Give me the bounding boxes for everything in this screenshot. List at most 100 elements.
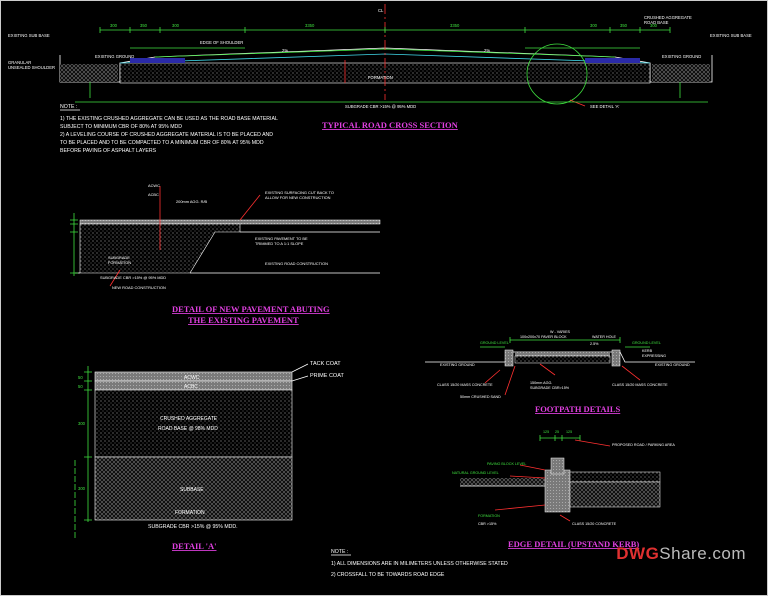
- svg-text:NATURAL GROUND LEVEL: NATURAL GROUND LEVEL: [452, 471, 499, 475]
- svg-text:ACWC: ACWC: [184, 375, 200, 381]
- note-1: NOTE : 1) THE EXISTING CRUSHED AGGREGATE…: [60, 104, 278, 154]
- svg-text:SUBGRADE: SUBGRADE: [108, 255, 130, 260]
- svg-text:300: 300: [590, 23, 598, 28]
- svg-text:PRIME COAT: PRIME COAT: [310, 373, 344, 379]
- cross-section-title: TYPICAL ROAD CROSS SECTION: [322, 120, 459, 130]
- brand-part-1: DWG: [616, 544, 660, 563]
- svg-text:FORMATION: FORMATION: [368, 75, 393, 80]
- svg-text:300: 300: [78, 486, 86, 491]
- footpath-detail: [425, 337, 695, 396]
- edge-detail: [460, 435, 661, 522]
- svg-text:SUBGRADE CBR>15%: SUBGRADE CBR>15%: [530, 386, 570, 390]
- svg-text:350: 350: [620, 23, 628, 28]
- svg-text:FORMATION: FORMATION: [108, 260, 131, 265]
- abutting-title-1: DETAIL OF NEW PAVEMENT ABUTING: [172, 304, 330, 314]
- svg-text:2.5%: 2.5%: [590, 342, 599, 346]
- svg-text:300: 300: [110, 23, 118, 28]
- svg-text:EDGE OF SHOULDER: EDGE OF SHOULDER: [200, 40, 243, 45]
- svg-text:2%: 2%: [282, 48, 288, 53]
- svg-text:25: 25: [555, 430, 559, 434]
- svg-text:EXPRESSING: EXPRESSING: [642, 354, 666, 358]
- svg-text:300: 300: [650, 23, 658, 28]
- detail-a-labels: TACK COAT PRIME COAT ACWC ACBC CRUSHED A…: [78, 361, 344, 530]
- svg-text:TACK COAT: TACK COAT: [310, 361, 341, 367]
- svg-text:50: 50: [78, 375, 83, 380]
- abutting-pavement-detail: [70, 186, 381, 287]
- svg-text:ACBC: ACBC: [184, 384, 198, 390]
- svg-text:CLASS 15/20 CONCRETE: CLASS 15/20 CONCRETE: [572, 522, 617, 526]
- svg-text:200mm AGG. R/B: 200mm AGG. R/B: [176, 199, 208, 204]
- svg-text:2) CROSSFALL TO BE TOWARDS RO: 2) CROSSFALL TO BE TOWARDS ROAD EDGE: [331, 572, 445, 578]
- svg-text:BEFORE PAVING OF ASPHALT LAYER: BEFORE PAVING OF ASPHALT LAYERS: [60, 148, 157, 154]
- svg-text:1) THE EXISTING CRUSHED AGGRE: 1) THE EXISTING CRUSHED AGGREGATE CAN BE…: [60, 116, 278, 122]
- svg-text:2) A LEVELING COURSE OF CRUSH: 2) A LEVELING COURSE OF CRUSHED AGGREGAT…: [60, 132, 273, 138]
- svg-text:125: 125: [543, 430, 549, 434]
- detail-a: [74, 363, 309, 540]
- shoulder-right: [652, 64, 710, 82]
- svg-text:GRANULAR: GRANULAR: [8, 60, 31, 65]
- svg-text:3350: 3350: [450, 23, 460, 28]
- svg-text:PROPOSED ROAD / PARKING AREA: PROPOSED ROAD / PARKING AREA: [612, 443, 675, 447]
- svg-text:SEE DETAIL 'A': SEE DETAIL 'A': [590, 104, 619, 109]
- svg-text:300: 300: [78, 421, 86, 426]
- svg-text:EXISTING GROUND: EXISTING GROUND: [95, 54, 134, 59]
- svg-text:ACBC: ACBC: [148, 192, 159, 197]
- svg-text:EXISTING PAVEMENT TO BE: EXISTING PAVEMENT TO BE: [255, 236, 308, 241]
- cross-section-labels: EXISTING SUB BASE EXISTING SUB BASE EDGE…: [8, 8, 752, 109]
- svg-text:100x200x70 PAVER BLOCK: 100x200x70 PAVER BLOCK: [520, 335, 567, 339]
- svg-text:FORMATION: FORMATION: [478, 514, 500, 518]
- svg-text:ALLOW FOR NEW CONSTRUCTION: ALLOW FOR NEW CONSTRUCTION: [265, 195, 331, 200]
- svg-text:50: 50: [78, 384, 83, 389]
- svg-text:SUBGRADE CBR >15% @ 95% MDD: SUBGRADE CBR >15% @ 95% MDD: [100, 275, 166, 280]
- svg-text:TRIMMED TO A 1:1 SLOPE: TRIMMED TO A 1:1 SLOPE: [255, 241, 304, 246]
- svg-text:EXISTING SUB BASE: EXISTING SUB BASE: [8, 33, 50, 38]
- svg-text:NEW ROAD CONSTRUCTION: NEW ROAD CONSTRUCTION: [112, 285, 166, 290]
- svg-text:GROUND LEVEL: GROUND LEVEL: [480, 341, 509, 345]
- svg-text:SUBGRADE CBR >15% @ 95% MDD.: SUBGRADE CBR >15% @ 95% MDD.: [148, 524, 238, 530]
- dwgshare-watermark: DWGShare.com: [616, 544, 746, 564]
- svg-text:EXISTING GROUND: EXISTING GROUND: [440, 363, 475, 367]
- road-cross-section: [59, 4, 713, 107]
- svg-text:125: 125: [566, 430, 572, 434]
- svg-text:300: 300: [172, 23, 180, 28]
- footpath-labels: W - VARIES 100x200x70 PAVER BLOCK WATER …: [437, 330, 690, 399]
- svg-text:TO BE PLACED AND TO BE COMPACT: TO BE PLACED AND TO BE COMPACTED TO A MI…: [60, 140, 264, 146]
- svg-text:NOTE :: NOTE :: [60, 104, 77, 110]
- svg-text:ROAD BASE @ 98% MDD: ROAD BASE @ 98% MDD: [158, 426, 218, 432]
- shoulder-left: [60, 64, 118, 82]
- abutting-title-2: THE EXISTING PAVEMENT: [188, 315, 299, 325]
- svg-text:SUBBASE: SUBBASE: [180, 487, 204, 493]
- abutting-labels: ACWC ACBC 200mm AGG. R/B EXISTING SURFAC…: [100, 183, 334, 290]
- svg-text:EXISTING GROUND: EXISTING GROUND: [655, 363, 690, 367]
- kerb-left: [130, 58, 185, 63]
- brand-part-2: Share.com: [659, 544, 746, 563]
- svg-text:CRUSHED AGGREGATE: CRUSHED AGGREGATE: [160, 416, 218, 422]
- svg-text:ROAD BASE: ROAD BASE: [644, 20, 669, 25]
- svg-text:UNSEALED SHOULDER: UNSEALED SHOULDER: [8, 65, 55, 70]
- svg-text:EXISTING GROUND: EXISTING GROUND: [662, 54, 701, 59]
- detail-a-callout: [526, 43, 588, 105]
- svg-text:KERB: KERB: [642, 349, 653, 353]
- note-2: NOTE : 1) ALL DIMENSIONS ARE IN MILIMETE…: [331, 549, 508, 578]
- svg-text:3350: 3350: [305, 23, 315, 28]
- svg-text:EXISTING SUB BASE: EXISTING SUB BASE: [710, 33, 752, 38]
- svg-text:CRUSHED AGGREGATE: CRUSHED AGGREGATE: [644, 15, 692, 20]
- svg-text:50mm CRUSHED SAND: 50mm CRUSHED SAND: [460, 395, 501, 399]
- svg-text:SUBGRADE CBR >15% @ 95% MDD: SUBGRADE CBR >15% @ 95% MDD: [345, 104, 416, 109]
- kerb-right: [585, 58, 640, 63]
- svg-text:GROUND LEVEL: GROUND LEVEL: [632, 341, 661, 345]
- svg-text:CL: CL: [378, 8, 384, 13]
- svg-text:CBR >15%: CBR >15%: [478, 522, 497, 526]
- svg-text:EXISTING ROAD CONSTRUCTION: EXISTING ROAD CONSTRUCTION: [265, 261, 328, 266]
- edge-labels: PROPOSED ROAD / PARKING AREA PAVING BLOC…: [452, 430, 675, 526]
- svg-text:CLASS 15/20 MASS CONCRETE: CLASS 15/20 MASS CONCRETE: [612, 383, 668, 387]
- edge-title: EDGE DETAIL (UPSTAND KERB): [508, 539, 639, 549]
- svg-text:SUBJECT TO MINIMUM CBR OF 80%: SUBJECT TO MINIMUM CBR OF 80% AT 95% MDD: [60, 124, 182, 130]
- svg-text:EXISTING SURFACING CUT BACK TO: EXISTING SURFACING CUT BACK TO: [265, 190, 334, 195]
- svg-text:2%: 2%: [484, 48, 490, 53]
- svg-text:350: 350: [140, 23, 148, 28]
- svg-text:NOTE :: NOTE :: [331, 549, 348, 555]
- svg-text:CLASS 15/20 MASS CONCRETE: CLASS 15/20 MASS CONCRETE: [437, 383, 493, 387]
- svg-text:PAVING BLOCK LEVEL: PAVING BLOCK LEVEL: [487, 462, 526, 466]
